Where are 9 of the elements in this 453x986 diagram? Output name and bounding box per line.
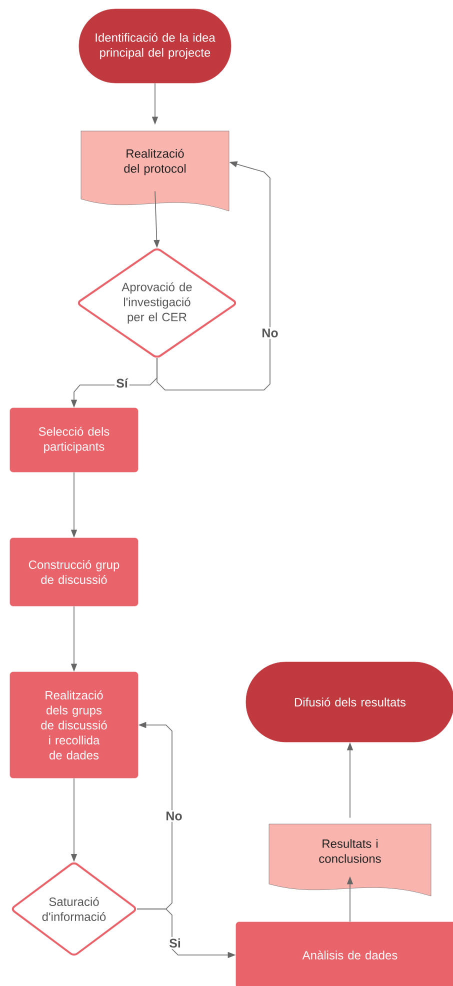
edge-label: Si [168,936,182,950]
process-box: Anàlisis de dades [236,922,453,986]
process-box: Construcció grup de discussió [10,538,138,606]
edge-label: No [260,327,280,339]
edge-label: No [164,810,184,822]
process-box: Selecció dels participants [10,408,138,472]
arrow [156,161,270,390]
process-box: Realització dels grups de discussió i recollida de dades [10,672,138,778]
edge-label: Sí [114,376,130,390]
